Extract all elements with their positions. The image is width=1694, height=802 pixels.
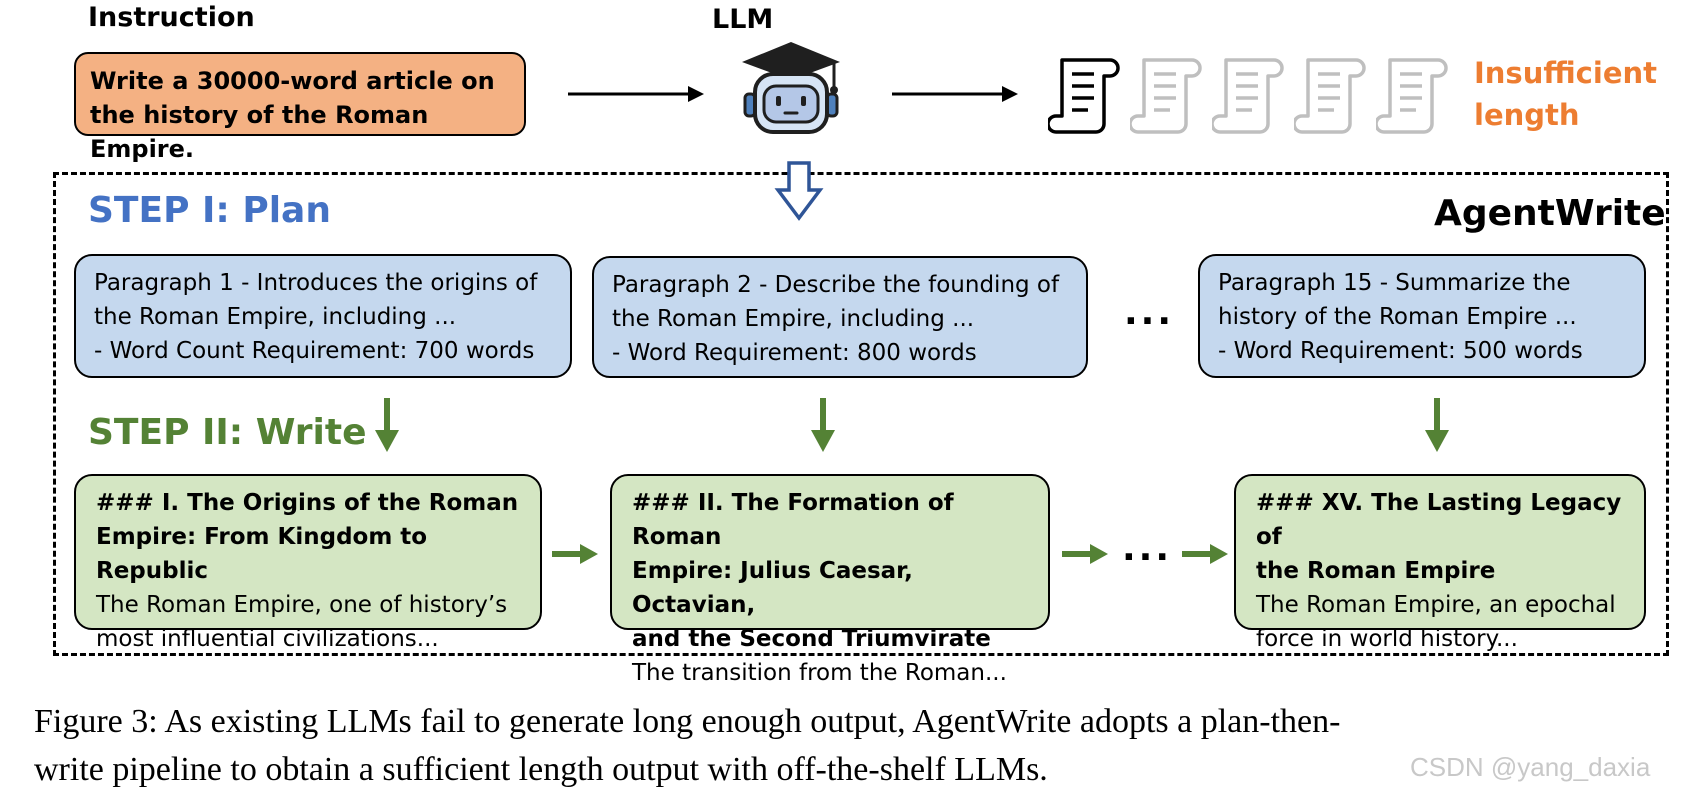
plan-box-15: Paragraph 15 - Summarize the history of … xyxy=(1198,254,1646,378)
plan-line: history of the Roman Empire ... xyxy=(1218,304,1577,330)
write-sequence-arrow xyxy=(1182,544,1228,564)
plan-box-2: Paragraph 2 - Describe the founding of t… xyxy=(592,256,1088,378)
step2-label: STEP II: Write xyxy=(88,412,367,453)
agentwrite-label: AgentWrite xyxy=(1434,193,1666,234)
write-body: The Roman Empire, an epochal xyxy=(1256,592,1616,618)
llm-to-output-arrow xyxy=(892,86,1018,102)
faded-scroll-icon xyxy=(1130,58,1202,134)
faded-scroll-icon xyxy=(1294,58,1366,134)
insufficient-length-label: Insufficient length xyxy=(1474,52,1657,136)
write-heading: ### I. The Origins of the Roman xyxy=(96,490,519,516)
write-body: force in world history... xyxy=(1256,626,1518,652)
plan-ellipsis: ... xyxy=(1124,292,1175,333)
llm-label: LLM xyxy=(712,4,774,35)
plan-line: - Word Requirement: 500 words xyxy=(1218,338,1583,364)
scroll-icon xyxy=(1048,58,1120,134)
write-heading: ### II. The Formation of Roman xyxy=(632,490,954,550)
caption-line: write pipeline to obtain a sufficient le… xyxy=(34,751,1048,788)
instruction-box: Write a 30000-word article on the histor… xyxy=(74,52,526,163)
agentwrite-frame xyxy=(53,172,1669,656)
instruction-label: Instruction xyxy=(88,2,255,33)
write-body: most influential civilizations... xyxy=(96,626,439,652)
plan-to-write-arrow xyxy=(375,398,399,452)
write-box-1: ### I. The Origins of the Roman Empire: … xyxy=(74,474,542,652)
plan-line: the Roman Empire, including ... xyxy=(612,306,975,332)
insufficient-line1: Insufficient xyxy=(1474,56,1657,90)
plan-line: Paragraph 15 - Summarize the xyxy=(1218,270,1571,296)
plan-to-write-arrow xyxy=(1425,398,1449,452)
watermark: CSDN @yang_daxia xyxy=(1410,752,1651,782)
plan-box-1: Paragraph 1 - Introduces the origins of … xyxy=(74,254,572,378)
write-heading: Empire: Julius Caesar, Octavian, xyxy=(632,558,913,618)
write-body: The Roman Empire, one of history’s xyxy=(96,592,508,618)
robot-graduate-icon xyxy=(742,42,840,134)
write-body: The transition from the Roman... xyxy=(632,660,1007,686)
write-sequence-arrow xyxy=(1062,544,1108,564)
figure-caption: Figure 3: As existing LLMs fail to gener… xyxy=(34,698,1684,794)
plan-line: Paragraph 1 - Introduces the origins of xyxy=(94,270,538,296)
write-box-15: ### XV. The Lasting Legacy of the Roman … xyxy=(1234,474,1646,652)
step1-label: STEP I: Plan xyxy=(88,190,331,231)
plan-line: Paragraph 2 - Describe the founding of xyxy=(612,272,1060,298)
write-heading: Empire: From Kingdom to Republic xyxy=(96,524,428,584)
plan-line: - Word Count Requirement: 700 words xyxy=(94,338,535,364)
write-heading: ### XV. The Lasting Legacy of xyxy=(1256,490,1622,550)
write-sequence-arrow xyxy=(552,544,598,564)
faded-scroll-icon xyxy=(1376,58,1448,134)
plan-to-write-arrow xyxy=(811,398,835,452)
plan-line: the Roman Empire, including ... xyxy=(94,304,457,330)
caption-line: Figure 3: As existing LLMs fail to gener… xyxy=(34,703,1341,740)
write-ellipsis: ... xyxy=(1122,528,1173,569)
hollow-down-arrow-icon xyxy=(774,161,824,221)
write-heading: and the Second Triumvirate xyxy=(632,626,991,652)
instruction-to-llm-arrow xyxy=(568,86,704,102)
insufficient-line2: length xyxy=(1474,98,1580,132)
faded-scroll-icon xyxy=(1212,58,1284,134)
write-box-2: ### II. The Formation of Roman Empire: J… xyxy=(610,474,1050,686)
plan-line: - Word Requirement: 800 words xyxy=(612,340,977,366)
write-heading: the Roman Empire xyxy=(1256,558,1496,584)
instruction-text: Write a 30000-word article on the histor… xyxy=(90,67,495,163)
